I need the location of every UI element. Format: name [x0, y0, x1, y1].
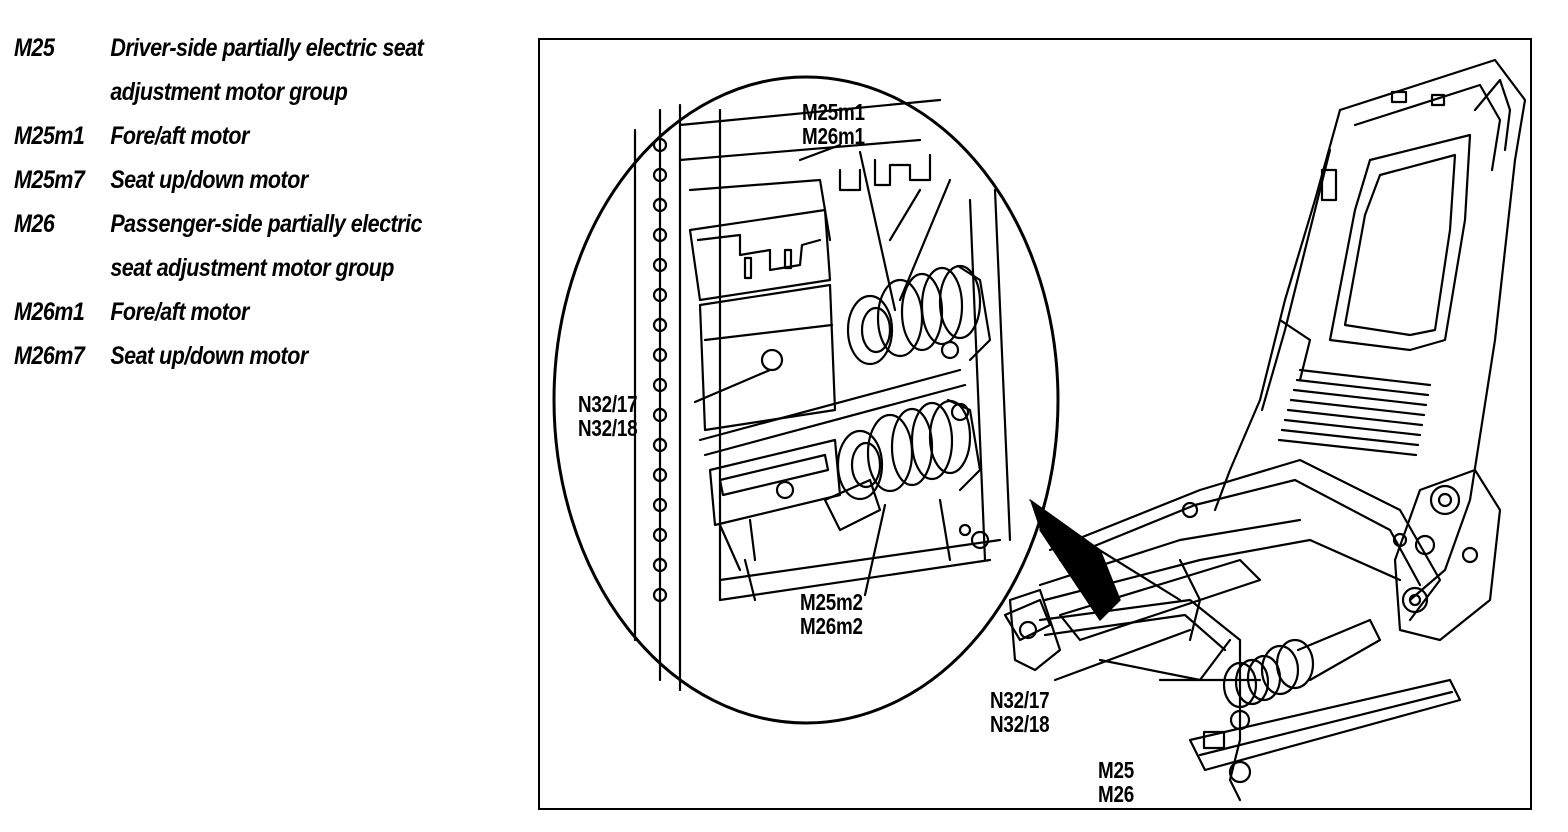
leader-line	[1053, 628, 1192, 682]
callout-module-detail: N32/17 N32/18	[578, 391, 638, 441]
callout-line	[1033, 508, 1182, 602]
legend-desc: Driver-side partially electric seat	[110, 34, 424, 62]
legend-row-m26-cont: seat adjustment motor group	[14, 246, 427, 290]
callout-m2: M25m2 M26m2	[800, 589, 863, 639]
legend-row-m26m7: M26m7 Seat up/down motor	[14, 334, 427, 378]
legend-code: M25	[14, 34, 55, 62]
legend-desc: Fore/aft motor	[110, 298, 249, 326]
callout-wedge	[1029, 499, 1121, 621]
legend-row-m25: M25 Driver-side partially electric seat	[14, 26, 427, 70]
seat-motor-figure: M25m1 M26m1 N32/17 N32/18 M25m2 M26m2 N3…	[538, 38, 1532, 810]
legend-code: M25m1	[14, 122, 85, 150]
callout-module-seat: N32/17 N32/18	[990, 687, 1050, 737]
legend-code: M26m1	[14, 298, 85, 326]
legend: M25 Driver-side partially electric seat …	[14, 26, 494, 378]
legend-desc: Passenger-side partially electric	[110, 210, 422, 238]
callout-m1: M25m1 M26m1	[802, 99, 865, 149]
legend-desc: Seat up/down motor	[110, 342, 308, 370]
legend-desc: seat adjustment motor group	[110, 254, 394, 282]
legend-row-m26m1: M26m1 Fore/aft motor	[14, 290, 427, 334]
callout-group: M25 M26	[1098, 757, 1134, 807]
legend-row-m25-cont: adjustment motor group	[14, 70, 427, 114]
legend-row-m25m1: M25m1 Fore/aft motor	[14, 114, 427, 158]
seat-illustration	[552, 58, 1527, 802]
legend-code: M25m7	[14, 166, 85, 194]
legend-desc: Seat up/down motor	[110, 166, 308, 194]
legend-code: M26m7	[14, 342, 85, 370]
seat-frame-drawing	[1003, 58, 1527, 802]
legend-desc: Fore/aft motor	[110, 122, 249, 150]
legend-code: M26	[14, 210, 55, 238]
legend-desc: adjustment motor group	[110, 78, 348, 106]
detail-circle	[552, 75, 1060, 725]
legend-row-m26: M26 Passenger-side partially electric	[14, 202, 427, 246]
legend-row-m25m7: M25m7 Seat up/down motor	[14, 158, 427, 202]
